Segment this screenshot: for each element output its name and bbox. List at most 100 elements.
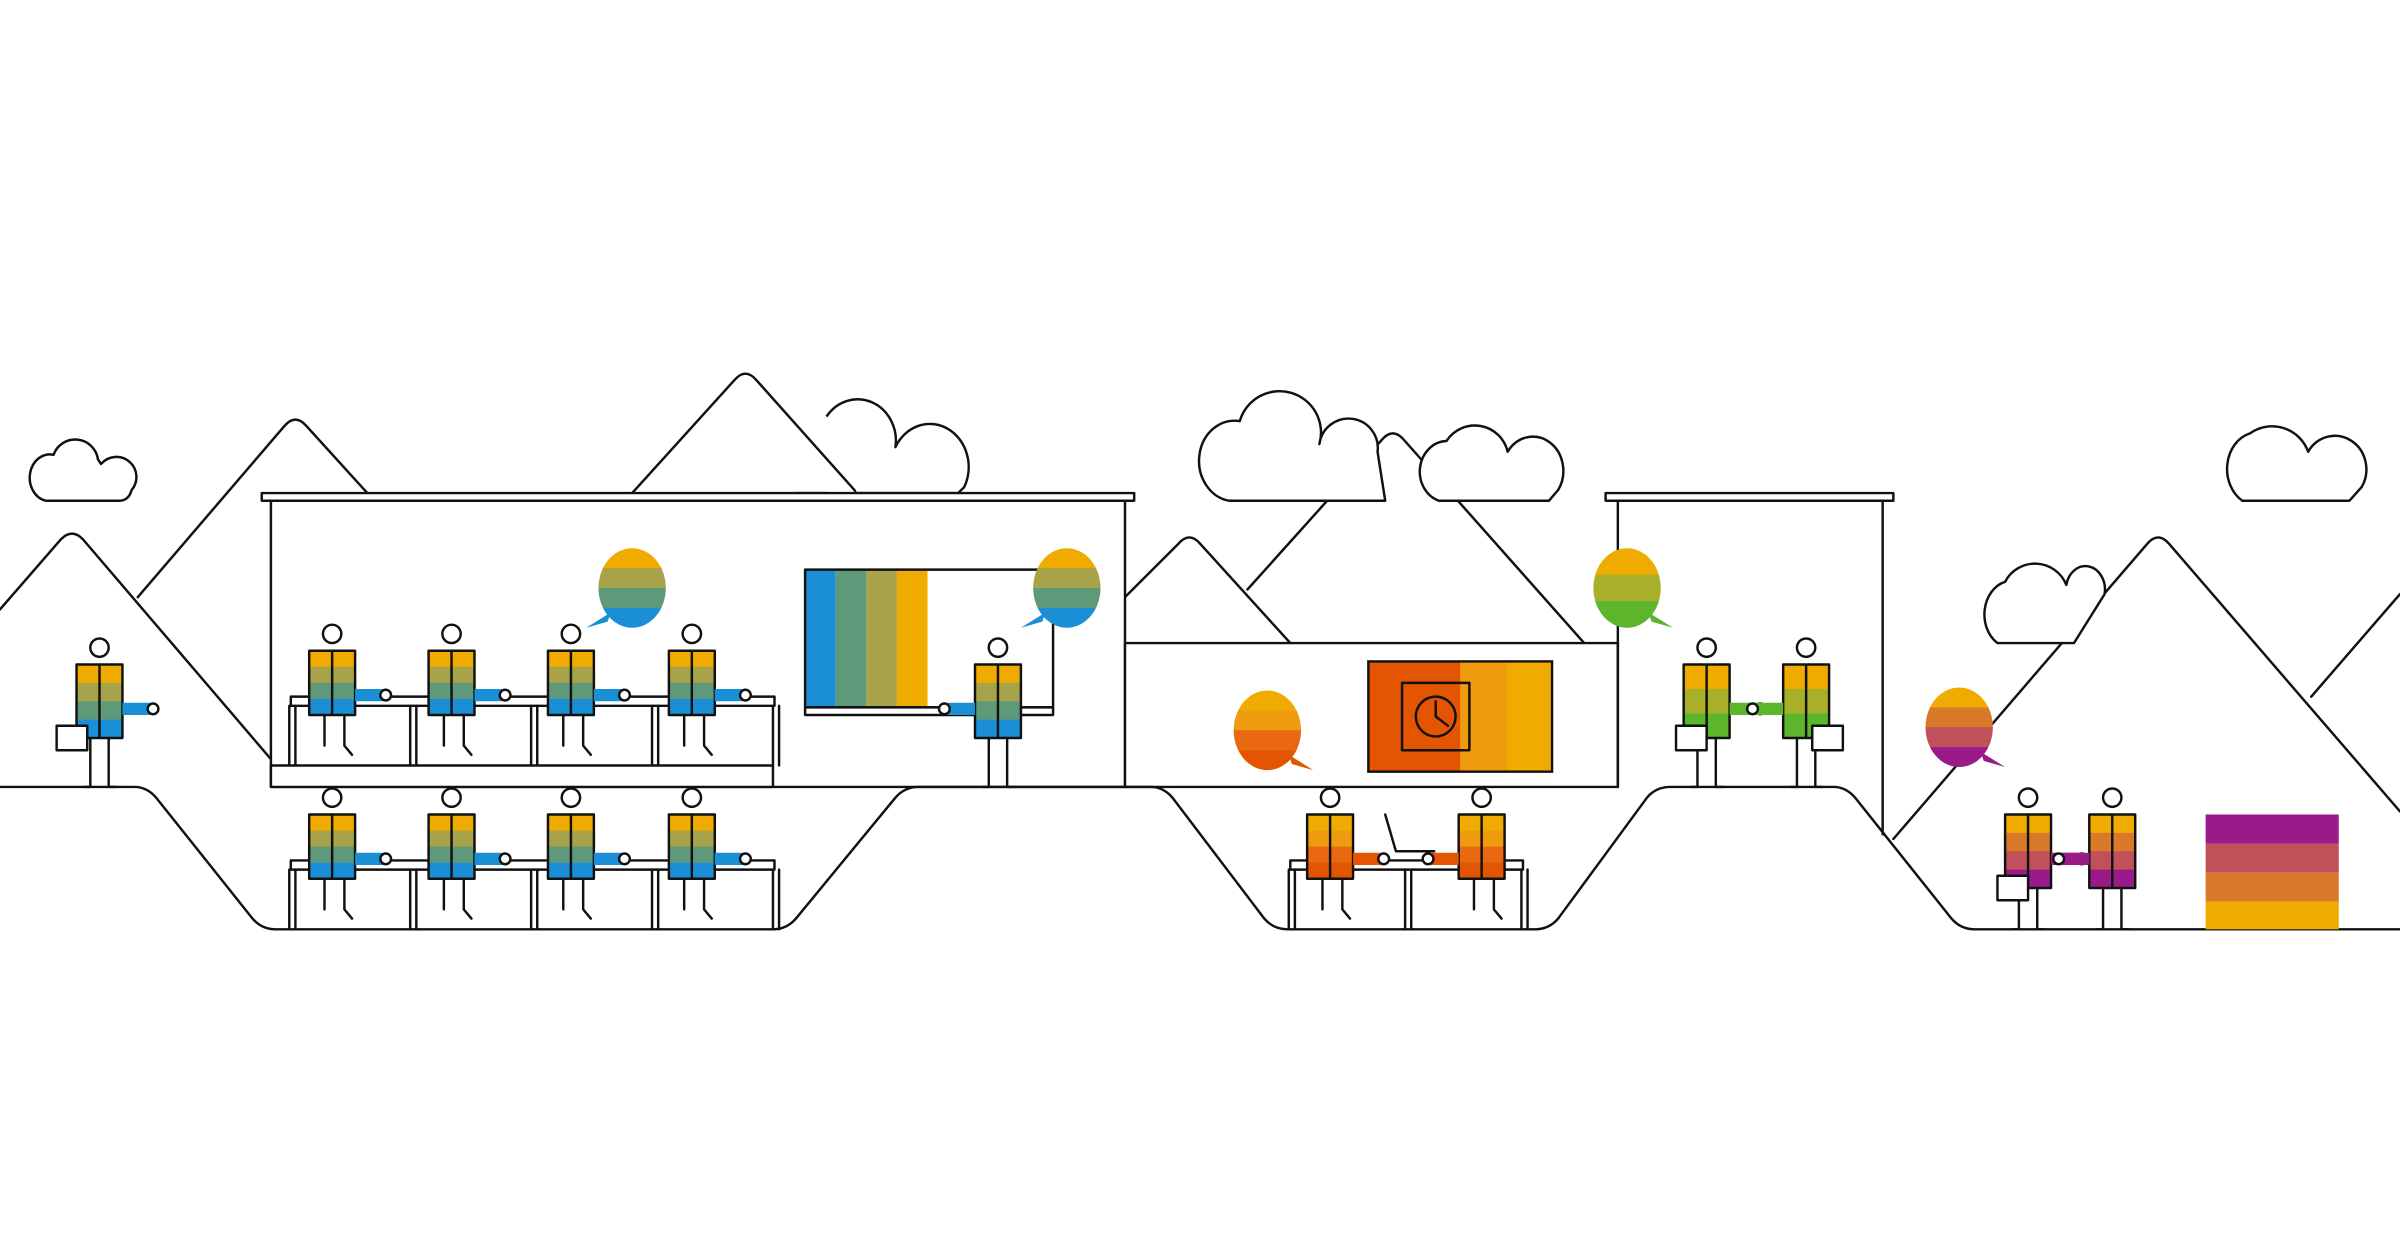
person-head bbox=[987, 637, 1009, 659]
presentation-screen bbox=[803, 568, 1055, 717]
mountain-icon bbox=[2310, 592, 2400, 698]
person-head bbox=[681, 623, 703, 645]
classroom-building bbox=[269, 499, 1127, 789]
person-legs bbox=[323, 713, 354, 757]
bubble-stripe bbox=[1925, 687, 1993, 709]
person bbox=[1745, 637, 1845, 789]
office-roof bbox=[1604, 491, 1895, 502]
person-head bbox=[1471, 787, 1493, 809]
person bbox=[667, 787, 752, 920]
person-head bbox=[1696, 637, 1718, 659]
person bbox=[1305, 787, 1391, 920]
desk bbox=[289, 695, 776, 708]
person-arm bbox=[593, 688, 622, 702]
desk bbox=[1289, 859, 1525, 871]
person-legs bbox=[442, 713, 473, 757]
person-legs bbox=[2095, 886, 2131, 931]
person-head bbox=[2101, 787, 2123, 809]
person-head bbox=[560, 787, 582, 809]
person-legs bbox=[1789, 736, 1825, 789]
briefcase-icon bbox=[1674, 724, 1708, 752]
person-arm bbox=[355, 852, 383, 866]
desk-leg bbox=[1287, 868, 1297, 931]
person bbox=[937, 637, 1023, 789]
cloud-icon bbox=[1197, 389, 1387, 502]
office-building bbox=[1616, 499, 1884, 836]
person-arm bbox=[1755, 702, 1784, 716]
person-hand bbox=[498, 852, 512, 866]
person-outline bbox=[427, 649, 476, 717]
person-outline bbox=[546, 813, 596, 881]
person bbox=[427, 623, 512, 757]
person-hand bbox=[379, 688, 393, 702]
person bbox=[1421, 787, 1506, 920]
screen-bar-blue bbox=[805, 569, 836, 708]
bubble-tail bbox=[1020, 612, 1046, 628]
bubble-stripe bbox=[598, 568, 666, 589]
bubble-stripe bbox=[598, 587, 666, 609]
desk-leg bbox=[650, 868, 660, 931]
person-hand bbox=[498, 688, 512, 702]
person-hand bbox=[146, 702, 160, 716]
person bbox=[546, 787, 632, 920]
person-arm bbox=[947, 702, 975, 716]
bubble-stripe bbox=[1033, 587, 1101, 609]
person-outline bbox=[427, 813, 476, 881]
person-legs bbox=[682, 713, 713, 757]
mountain-icon bbox=[630, 372, 859, 495]
desk-leg bbox=[408, 868, 418, 931]
person-hand bbox=[738, 852, 752, 866]
people bbox=[55, 623, 2137, 931]
person-legs bbox=[562, 713, 593, 757]
stacked-blocks bbox=[2205, 814, 2339, 930]
person bbox=[307, 623, 393, 757]
person bbox=[2052, 787, 2137, 931]
person-legs bbox=[562, 877, 593, 920]
meeting-screen-band bbox=[1460, 662, 1507, 771]
person-legs bbox=[1472, 877, 1503, 920]
mountain-icon bbox=[1892, 536, 2400, 841]
person-hand bbox=[738, 688, 752, 702]
person-outline bbox=[546, 649, 596, 717]
person-legs bbox=[323, 877, 354, 920]
cloud-icon bbox=[1418, 424, 1565, 502]
person-outline bbox=[307, 813, 357, 881]
mountain-icon bbox=[136, 418, 369, 599]
bubble-stripe bbox=[1925, 727, 1993, 748]
person-head bbox=[2017, 787, 2039, 809]
desk-leg bbox=[1403, 868, 1413, 931]
clock-hands bbox=[1434, 700, 1450, 727]
person-legs bbox=[1321, 877, 1352, 920]
bubble-stripe bbox=[1233, 710, 1302, 732]
screen-ledge bbox=[803, 706, 1055, 717]
person-legs bbox=[981, 736, 1017, 789]
person-hand bbox=[379, 852, 393, 866]
screen-bar-yellow bbox=[896, 569, 928, 708]
meeting-screen bbox=[1367, 660, 1554, 773]
block-yellow bbox=[2205, 901, 2339, 930]
mountain-icon bbox=[1246, 432, 1586, 645]
person-hand bbox=[1745, 702, 1760, 716]
person-head bbox=[321, 623, 343, 645]
desk-leg bbox=[288, 704, 297, 767]
person-outline bbox=[307, 649, 357, 717]
desk-leg bbox=[529, 868, 539, 931]
person-legs bbox=[82, 736, 118, 789]
briefcase-icon bbox=[55, 724, 89, 752]
desk-leg bbox=[408, 704, 418, 767]
desk-leg bbox=[288, 868, 297, 931]
person-hand bbox=[937, 702, 951, 716]
person-outline bbox=[75, 663, 124, 740]
person-hand bbox=[617, 852, 632, 866]
bubble-stripe bbox=[1233, 730, 1302, 751]
person-hand bbox=[1421, 852, 1435, 866]
person-arm bbox=[355, 688, 383, 702]
person-head bbox=[1319, 787, 1341, 809]
person-head bbox=[89, 637, 110, 659]
bubble-stripe bbox=[1593, 548, 1661, 576]
desk-leg bbox=[529, 704, 539, 767]
meeting-screen-band bbox=[1506, 662, 1551, 771]
cloud-icon bbox=[1983, 562, 2107, 645]
bubble-stripe bbox=[1033, 568, 1101, 589]
person-legs bbox=[682, 877, 713, 920]
